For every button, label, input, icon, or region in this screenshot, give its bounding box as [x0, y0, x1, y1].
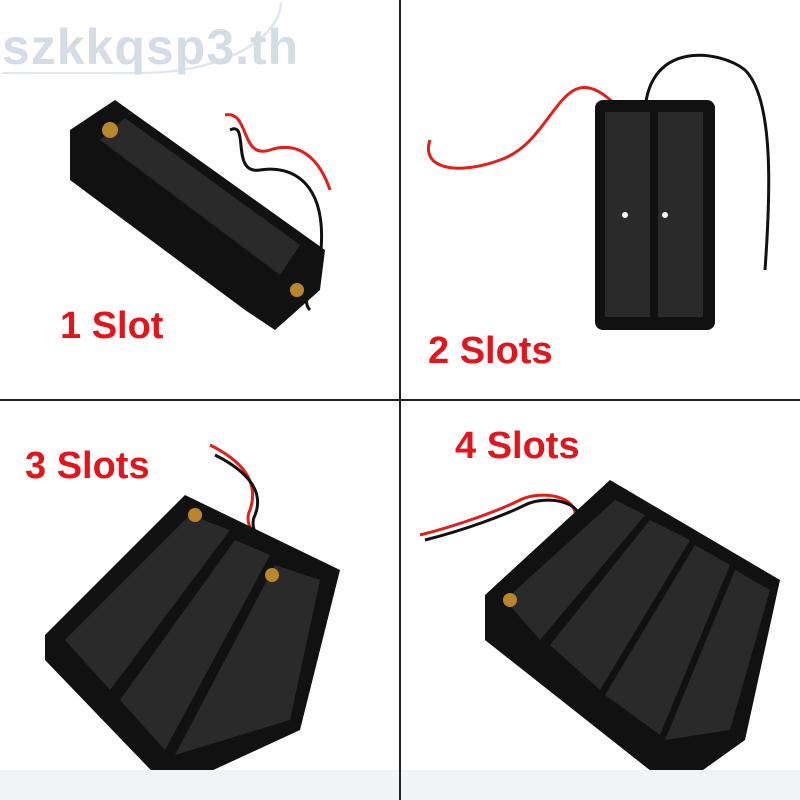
panel-3-slots: 3 Slots	[0, 400, 400, 800]
battery-holder-1-slot-image	[70, 100, 332, 330]
slot-label-4: 4 Slots	[455, 425, 580, 467]
watermark: szkkqsp3.th	[0, 0, 298, 75]
slot-label-3: 3 Slots	[25, 445, 150, 487]
battery-holder-3-slots-image	[45, 443, 340, 790]
panel-1-slot: szkkqsp3.th 1 Slot	[0, 0, 400, 400]
battery-holder-2-slots-image	[426, 53, 771, 330]
panel-4-slots: 4 Slots	[400, 400, 800, 800]
slot-label-2: 2 Slots	[428, 330, 553, 372]
battery-holder-4-slots-image	[419, 480, 780, 790]
panel-2-slots: 2 Slots	[400, 0, 800, 400]
slot-label-1: 1 Slot	[60, 305, 164, 347]
watermark-text: szkkqsp3.th	[2, 19, 300, 75]
horizontal-divider	[0, 399, 800, 401]
